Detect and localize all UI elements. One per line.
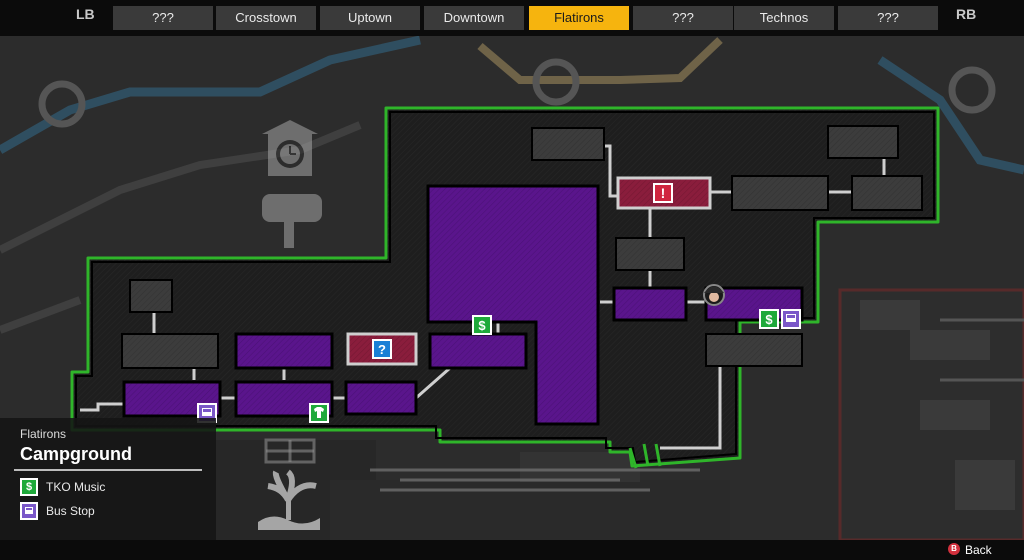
shop-icon: $: [20, 478, 38, 496]
tab-uptown[interactable]: Uptown: [320, 6, 420, 30]
tab-downtown[interactable]: Downtown: [424, 6, 524, 30]
district-name: Flatirons: [20, 427, 67, 441]
tab-unknown-1[interactable]: ???: [113, 6, 213, 30]
tree-icon: [262, 194, 322, 248]
shop-marker-text: $: [478, 318, 486, 333]
tab-flatirons[interactable]: Flatirons: [529, 6, 629, 30]
tab-crosstown[interactable]: Crosstown: [216, 6, 316, 30]
button-prompt-bar: [0, 540, 1024, 560]
shop-icon: $: [472, 315, 492, 335]
tab-unknown-2[interactable]: ???: [633, 6, 733, 30]
shop-icon: $: [759, 309, 779, 329]
alert-marker-text: !: [661, 185, 666, 201]
bus-stop-icon: [20, 502, 38, 520]
clock-tower-icon: [262, 120, 318, 176]
legend-label-bus-stop: Bus Stop: [46, 504, 95, 518]
divider: [14, 469, 202, 471]
beach-island-icon: [258, 469, 320, 530]
alert-icon: !: [653, 183, 673, 203]
unknown-location-icon: ?: [372, 339, 392, 359]
location-info-panel: Flatirons Campground $ TKO Music Bus Sto…: [0, 418, 216, 560]
player-marker-icon: [703, 284, 725, 306]
area-name: Campground: [20, 444, 132, 464]
tab-unknown-3[interactable]: ???: [838, 6, 938, 30]
clothing-icon: [309, 403, 329, 423]
left-bumper-hint[interactable]: LB: [76, 6, 95, 22]
bus-stop-icon: [781, 309, 801, 329]
shop-marker-text: $: [765, 312, 773, 327]
legend-label-shop: TKO Music: [46, 480, 106, 494]
tab-technos[interactable]: Technos: [734, 6, 834, 30]
shop-icon-symbol: $: [25, 481, 33, 493]
unknown-marker-text: ?: [378, 342, 386, 357]
right-bumper-hint[interactable]: RB: [956, 6, 977, 22]
b-button-icon: B: [948, 543, 960, 555]
back-button[interactable]: Back: [965, 543, 992, 557]
